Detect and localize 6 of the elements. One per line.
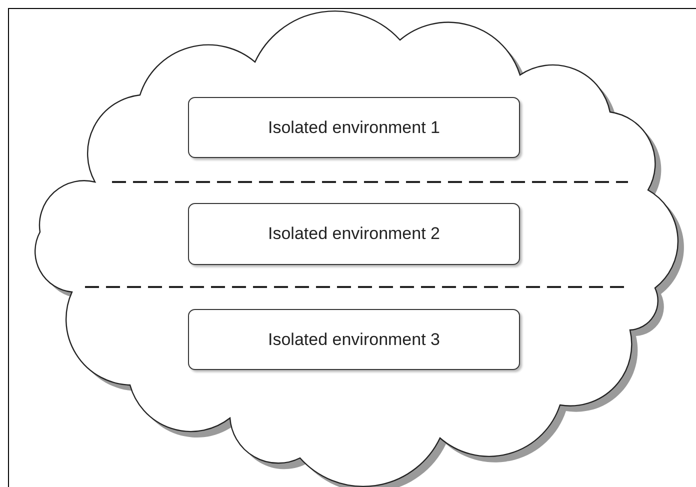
- box-label: Isolated environment 1: [268, 118, 440, 138]
- box-label: Isolated environment 3: [268, 330, 440, 350]
- environment-box: [188, 97, 520, 158]
- box-label: Isolated environment 2: [268, 224, 440, 244]
- environment-box: [188, 309, 520, 370]
- environment-box: [188, 203, 520, 265]
